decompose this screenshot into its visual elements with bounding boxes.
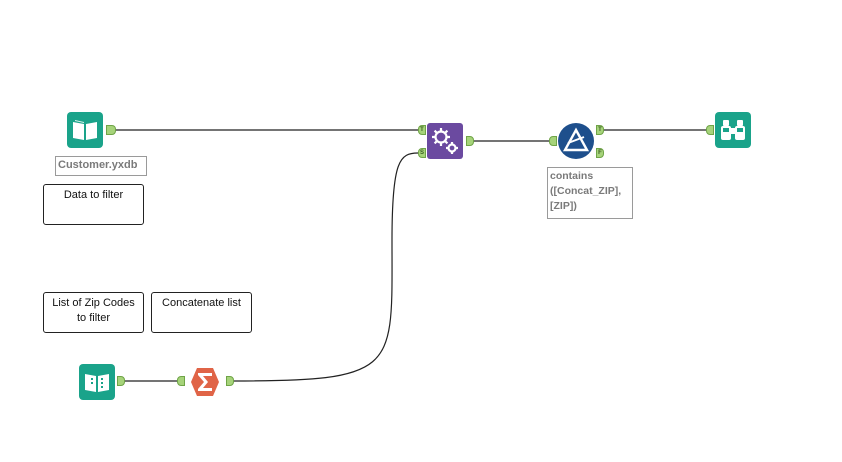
comment-concatenate[interactable]: Concatenate list [151,292,252,333]
book-columns-icon [79,364,115,400]
filter-anchor-true[interactable]: T [596,125,604,135]
comment-data-to-filter[interactable]: Data to filter [43,184,144,225]
join-anchor-bottom[interactable]: S [418,148,426,158]
join-anchor-top[interactable]: T [418,125,426,135]
output-anchor[interactable] [226,376,234,386]
input-data-tool-customer[interactable] [67,112,103,148]
output-anchor[interactable] [117,376,125,386]
input-anchor[interactable] [549,136,557,146]
output-anchor[interactable] [466,136,474,146]
tool-annotation: contains ([Concat_ZIP], [ZIP]) [547,167,633,219]
book-icon [67,112,103,148]
sigma-icon [191,368,219,396]
filter-tool[interactable] [558,123,594,159]
output-anchor[interactable] [106,125,116,135]
text-input-tool-zip[interactable] [79,364,115,400]
binoculars-icon [715,112,751,148]
summarize-tool[interactable] [187,364,223,400]
join-tool[interactable] [427,123,463,159]
tool-annotation: Customer.yxdb [55,156,147,176]
gears-icon [427,123,463,159]
input-anchor[interactable] [706,125,714,135]
connection-summarize-to-join[interactable] [233,152,419,382]
input-anchor[interactable] [177,376,185,386]
filter-anchor-false[interactable]: F [596,148,604,158]
comment-zip-list[interactable]: List of Zip Codes to filter [43,292,144,333]
browse-tool[interactable] [715,112,751,148]
filter-triangle-icon [558,123,594,159]
